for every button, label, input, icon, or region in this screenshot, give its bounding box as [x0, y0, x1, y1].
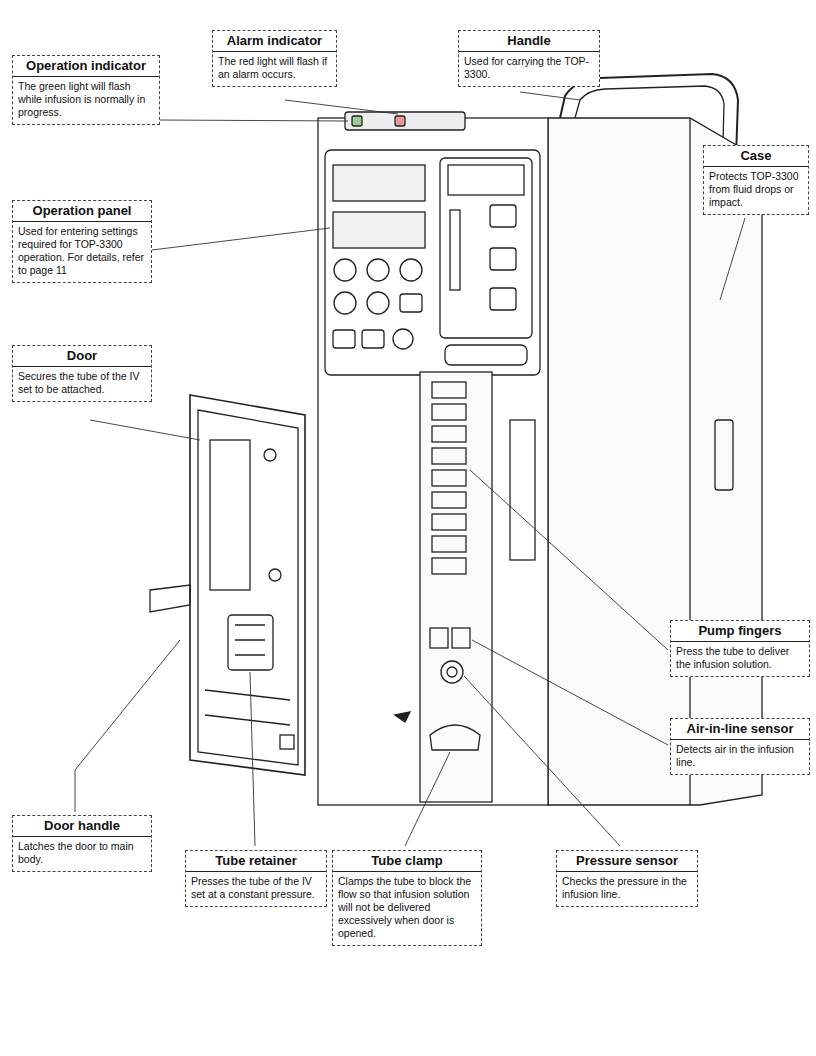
callout-title: Case	[704, 146, 808, 167]
callout-description: Press the tube to deliver the infusion s…	[671, 642, 809, 676]
callout-description: The red light will flash if an alarm occ…	[213, 52, 336, 86]
callout-title: Tube retainer	[186, 851, 326, 872]
callout-box: Tube clampClamps the tube to block the f…	[332, 850, 482, 946]
callout-title: Handle	[459, 31, 599, 52]
callout-box: Pump fingersPress the tube to deliver th…	[670, 620, 810, 677]
callout-title: Door handle	[13, 816, 151, 837]
callout-box: Pressure sensorChecks the pressure in th…	[556, 850, 698, 907]
callout-title: Pump fingers	[671, 621, 809, 642]
callout-description: Protects TOP-3300 from fluid drops or im…	[704, 167, 808, 214]
callout-box: Door handleLatches the door to main body…	[12, 815, 152, 872]
callout-description: The green light will flash while infusio…	[13, 77, 159, 124]
callout-box: DoorSecures the tube of the IV set to be…	[12, 345, 152, 402]
callout-title: Operation panel	[13, 201, 151, 222]
callout-box: Tube retainerPresses the tube of the IV …	[185, 850, 327, 907]
callout-box: CaseProtects TOP-3300 from fluid drops o…	[703, 145, 809, 215]
callout-title: Tube clamp	[333, 851, 481, 872]
callout-box: Operation indicatorThe green light will …	[12, 55, 160, 125]
callout-title: Air-in-line sensor	[671, 719, 809, 740]
callout-description: Secures the tube of the IV set to be att…	[13, 367, 151, 401]
callout-description: Presses the tube of the IV set at a cons…	[186, 872, 326, 906]
callout-box: Air-in-line sensorDetects air in the inf…	[670, 718, 810, 775]
callout-description: Latches the door to main body.	[13, 837, 151, 871]
callout-title: Pressure sensor	[557, 851, 697, 872]
callout-box: Operation panelUsed for entering setting…	[12, 200, 152, 283]
callout-title: Door	[13, 346, 151, 367]
callout-description: Checks the pressure in the infusion line…	[557, 872, 697, 906]
callout-box: HandleUsed for carrying the TOP-3300.	[458, 30, 600, 87]
callout-box: Alarm indicatorThe red light will flash …	[212, 30, 337, 87]
callout-description: Used for entering settings required for …	[13, 222, 151, 282]
callout-description: Detects air in the infusion line.	[671, 740, 809, 774]
callout-description: Used for carrying the TOP-3300.	[459, 52, 599, 86]
callout-title: Alarm indicator	[213, 31, 336, 52]
callout-description: Clamps the tube to block the flow so tha…	[333, 872, 481, 945]
callout-title: Operation indicator	[13, 56, 159, 77]
